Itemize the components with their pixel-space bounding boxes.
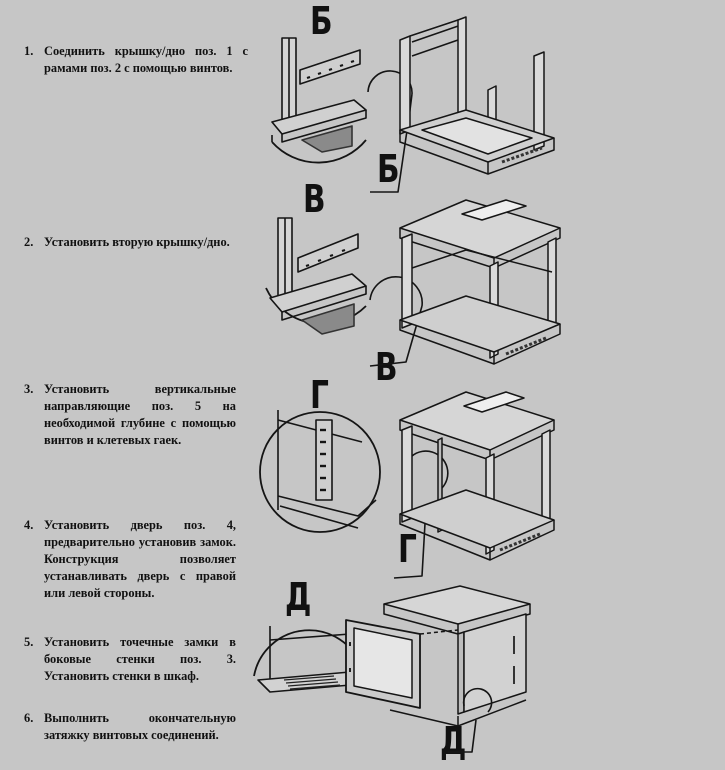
step-number: 2. [24,235,34,249]
step-text: Выполнить окончательную затяжку винтовых… [44,711,236,742]
callout-b-label: Б [310,0,333,43]
step-text: Установить вторую крышку/дно. [44,235,230,249]
step-1: 1. Соединить крышку/дно поз. 1 с рамами … [24,43,248,77]
step-text: Установить точечные замки в боковые стен… [44,635,236,683]
cabinet-top-bottom-drawing [262,188,562,373]
step-text: Соединить крышку/дно поз. 1 с рамами поз… [44,44,248,75]
callout-d-label: Д [285,575,312,619]
step-number: 5. [24,635,34,649]
callout-v-mark: В [375,345,398,389]
step-4: 4. Установить дверь поз. 4, предваритель… [24,517,236,602]
callout-g-label: Г [310,373,329,417]
cabinet-frames-assembly-drawing [262,30,562,205]
step-text: Установить вертикальные направляющие поз… [44,382,236,447]
step-3: 3. Установить вертикальные направляющие … [24,381,236,449]
callout-g-mark: Г [398,527,417,571]
step-number: 6. [24,711,34,725]
step-text: Установить дверь поз. 4, предварительно … [44,518,236,600]
step-5: 5. Установить точечные замки в боковые с… [24,634,236,685]
vertical-rails-drawing [258,380,558,580]
callout-d-mark: Д [440,719,467,763]
step-number: 4. [24,518,34,532]
callout-v-label: В [303,177,326,221]
callout-b-mark: Б [377,147,400,191]
step-2: 2. Установить вторую крышку/дно. [24,234,264,251]
step-number: 1. [24,44,34,58]
cabinet-door-walls-drawing [250,580,540,755]
step-6: 6. Выполнить окончательную затяжку винто… [24,710,236,744]
step-number: 3. [24,382,34,396]
